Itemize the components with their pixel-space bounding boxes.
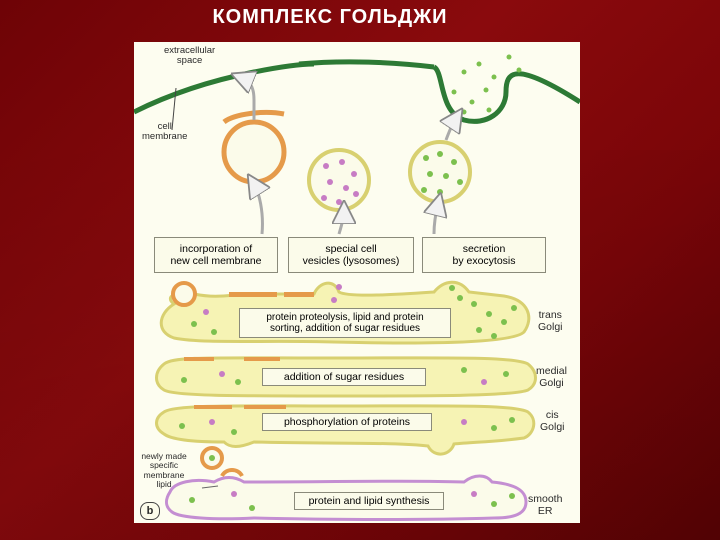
released-dot — [476, 61, 482, 67]
pink-dot — [481, 379, 487, 385]
green-dot — [437, 151, 443, 157]
green-dot — [471, 301, 477, 307]
released-dot — [483, 87, 489, 93]
green-dot — [509, 417, 515, 423]
extracellular-space-label: extracellular space — [164, 45, 216, 67]
arrow-secretory-up — [446, 118, 456, 141]
smooth-er-label: smooth ER — [528, 493, 563, 517]
slide-title: КОМПЛЕКС ГОЛЬДЖИ — [212, 6, 448, 28]
green-dot — [511, 305, 517, 311]
green-dot — [503, 371, 509, 377]
green-dot — [191, 321, 197, 327]
arrow-to-membrane — [254, 184, 262, 235]
green-dot — [461, 367, 467, 373]
pink-dot — [339, 159, 345, 165]
pink-dot — [327, 179, 333, 185]
cis-orange-patch — [194, 405, 232, 409]
arrow-to-lysosome — [339, 212, 344, 235]
released-dot — [491, 74, 497, 80]
green-dot — [427, 171, 433, 177]
pink-dot — [209, 419, 215, 425]
golgi-diagram: extracellular space cell membrane incorp… — [134, 42, 580, 523]
er-orange-membrane — [220, 468, 244, 478]
membrane-fusion-arc — [222, 109, 285, 125]
green-dot — [451, 159, 457, 165]
lysosome-box: special cell vesicles (lysosomes) — [288, 237, 414, 273]
medial-golgi-label: medial Golgi — [536, 365, 567, 389]
released-dot — [469, 99, 475, 105]
medial-process-box: addition of sugar residues — [262, 368, 426, 386]
green-dot — [209, 455, 215, 461]
golgi-diagram-art — [134, 54, 580, 521]
arrow-membrane-up — [242, 78, 254, 120]
medial-orange-patch — [184, 357, 214, 361]
exocytosis-pocket — [432, 64, 580, 124]
cis-process-box: phosphorylation of proteins — [262, 413, 432, 431]
cell-membrane-label: cell membrane — [142, 121, 188, 143]
green-dot — [509, 493, 515, 499]
green-dot — [181, 377, 187, 383]
green-dot — [249, 505, 255, 511]
green-dot — [235, 379, 241, 385]
trans-golgi-label: trans Golgi — [538, 309, 563, 333]
green-dot — [231, 429, 237, 435]
secretion-box: secretion by exocytosis — [422, 237, 546, 273]
green-dot — [179, 423, 185, 429]
membrane-pointer — [171, 87, 177, 131]
pink-dot — [231, 491, 237, 497]
pink-dot — [203, 309, 209, 315]
released-dot — [506, 54, 512, 60]
green-dot — [423, 155, 429, 161]
pink-dot — [471, 491, 477, 497]
panel-letter: b — [140, 502, 160, 520]
green-dot — [457, 179, 463, 185]
green-dot — [457, 295, 463, 301]
er-process-box: protein and lipid synthesis — [294, 492, 444, 510]
released-dot — [516, 67, 522, 73]
pink-dot — [353, 191, 359, 197]
green-dot — [491, 425, 497, 431]
cell-membrane-right — [298, 59, 435, 70]
pink-dot — [219, 371, 225, 377]
cis-orange-patch — [244, 405, 286, 409]
green-dot — [476, 327, 482, 333]
pink-dot — [461, 419, 467, 425]
pink-dot — [321, 195, 327, 201]
green-dot — [211, 329, 217, 335]
membrane-vesicle — [221, 119, 287, 185]
released-dot — [451, 89, 457, 95]
trans-budding-vesicle — [171, 281, 197, 307]
trans-orange-patch — [284, 292, 314, 297]
green-dot — [421, 187, 427, 193]
cis-golgi-label: cis Golgi — [540, 409, 565, 433]
cell-membrane — [134, 61, 315, 115]
pink-dot — [336, 284, 342, 290]
pink-dot — [336, 199, 342, 205]
green-dot — [437, 189, 443, 195]
released-dot — [461, 69, 467, 75]
green-dot — [449, 285, 455, 291]
released-dot — [461, 109, 467, 115]
green-dot — [491, 333, 497, 339]
lipid-pointer — [201, 485, 219, 489]
pink-dot — [343, 185, 349, 191]
pink-dot — [351, 171, 357, 177]
pink-dot — [331, 297, 337, 303]
trans-orange-patch — [229, 292, 277, 297]
green-dot — [189, 497, 195, 503]
green-dot — [486, 311, 492, 317]
newly-made-lipid-label: newly made specific membrane lipid — [141, 451, 187, 490]
medial-orange-patch — [244, 357, 280, 361]
pink-dot — [323, 163, 329, 169]
arrow-to-secretory — [434, 204, 438, 235]
green-dot — [443, 173, 449, 179]
incorporation-box: incorporation of new cell membrane — [154, 237, 278, 273]
green-dot — [501, 319, 507, 325]
green-dot — [491, 501, 497, 507]
trans-process-box: protein proteolysis, lipid and protein s… — [239, 308, 451, 338]
released-dot — [486, 107, 492, 113]
